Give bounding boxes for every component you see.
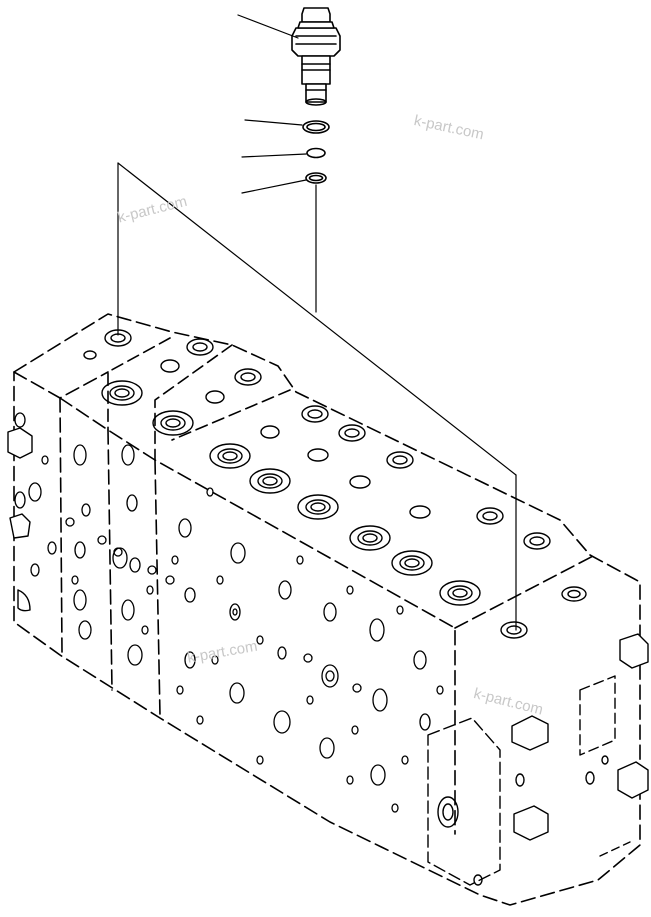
front-face-holes xyxy=(15,413,443,812)
leader-lines xyxy=(118,15,516,630)
relief-valve-cartridge[interactable] xyxy=(292,8,340,105)
top-ports xyxy=(84,330,586,638)
side-fittings xyxy=(8,428,648,885)
o-ring-small[interactable] xyxy=(307,149,325,158)
o-ring-medium[interactable] xyxy=(306,173,326,183)
valve-body xyxy=(14,314,640,905)
o-ring-large[interactable] xyxy=(303,121,329,133)
